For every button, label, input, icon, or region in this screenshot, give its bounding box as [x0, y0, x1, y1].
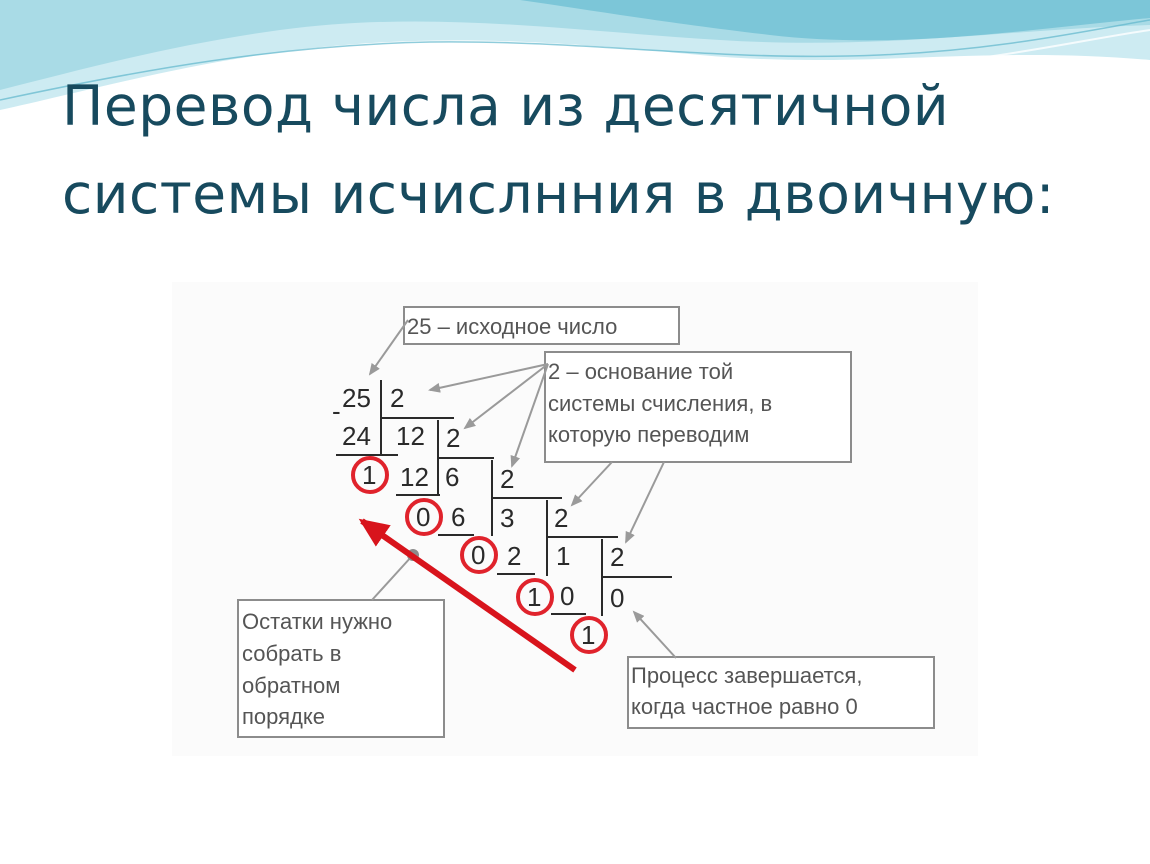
header-wave-decoration — [0, 0, 1150, 121]
slide-title-line-1: Перевод числа из десятичной — [62, 74, 950, 138]
dividend-25: 25 — [342, 383, 371, 413]
product-12: 12 — [400, 462, 429, 492]
pointer-collect-reverse — [371, 555, 413, 601]
arrow-to-divisor-2 — [463, 363, 549, 430]
remainder-3: 0 — [471, 540, 485, 570]
callout-collect-line-4: порядке — [242, 704, 325, 729]
remainder-circle-4 — [516, 578, 554, 616]
remainder-2: 0 — [416, 502, 430, 532]
callout-end-line-1: Процесс завершается, — [631, 663, 862, 688]
remainder-circle-3 — [460, 536, 498, 574]
callout-end-line-2: когда частное равно 0 — [631, 694, 858, 719]
quotient-0: 0 — [610, 583, 624, 613]
callout-base-line-2: системы счисления, в — [548, 391, 772, 416]
arrow-to-divisor-5 — [625, 461, 665, 544]
product-0: 0 — [560, 581, 574, 611]
callout-collect-line-2: собрать в — [242, 641, 341, 666]
arrow-to-divisor-3 — [510, 363, 549, 468]
divisor-4: 2 — [554, 503, 568, 533]
quotient-1: 1 — [556, 541, 570, 571]
remainder-circle-5 — [570, 616, 608, 654]
minus-sign: - — [332, 396, 341, 426]
callout-source-number-text: 25 – исходное число — [407, 314, 617, 339]
product-6: 6 — [451, 502, 465, 532]
slide-title-line-2: системы исчислнния в двоичную: — [62, 162, 1055, 226]
divisor-3: 2 — [500, 464, 514, 494]
remainder-5: 1 — [581, 620, 595, 650]
arrow-to-divisor-4 — [570, 461, 613, 507]
callout-box-source-number — [403, 306, 680, 345]
quotient-3: 3 — [500, 503, 514, 533]
slide-title: Перевод числа из десятичной системы исчи… — [62, 62, 1122, 238]
callout-box-process-end — [627, 656, 935, 729]
remainder-circle-2 — [405, 498, 443, 536]
callout-box-collect-reverse — [237, 599, 445, 738]
collect-direction-arrow — [358, 518, 577, 673]
arrow-to-dividend — [368, 319, 409, 376]
arrow-to-divisor-1 — [428, 363, 549, 393]
quotient-6: 6 — [445, 462, 459, 492]
divisor-5: 2 — [610, 542, 624, 572]
divisor-2: 2 — [446, 423, 460, 453]
callout-box-base — [544, 351, 852, 463]
callout-collect-line-3: обратном — [242, 673, 340, 698]
quotient-12: 12 — [396, 421, 425, 451]
callout-collect-line-1: Остатки нужно — [242, 609, 392, 634]
arrow-to-final-quotient — [632, 610, 677, 659]
remainder-4: 1 — [527, 582, 541, 612]
callout-base-line-3: которую переводим — [548, 422, 749, 447]
remainder-circle-1 — [351, 456, 389, 494]
divisor-1: 2 — [390, 383, 404, 413]
product-2: 2 — [507, 541, 521, 571]
remainder-1: 1 — [362, 460, 376, 490]
callout-base-line-1: 2 – основание той — [548, 359, 733, 384]
product-24: 24 — [342, 421, 371, 451]
